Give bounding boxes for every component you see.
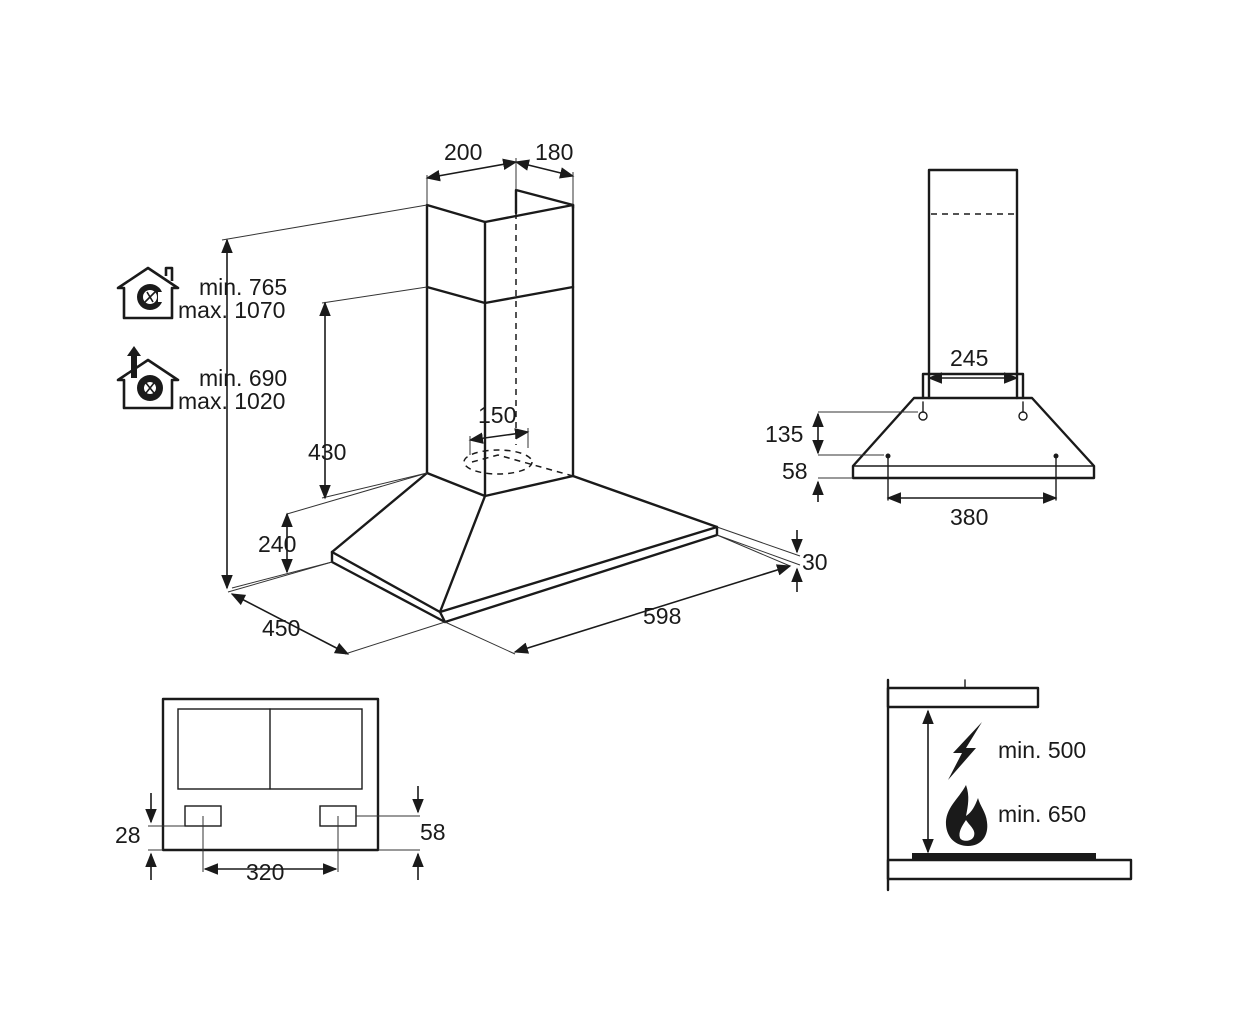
dim-150-ext (469, 428, 529, 455)
dim-30-ext (716, 526, 801, 566)
bottom-outline (161, 697, 380, 852)
bottom-view: 320 28 58 (115, 697, 446, 885)
height-specs: min. 765 max. 1070 min. 690 max. 1020 (116, 266, 287, 414)
lower-duct-ext-bottom (321, 472, 428, 499)
canopy-front-edge (438, 494, 487, 614)
dim-135-ext (818, 411, 918, 456)
height-ext-top (221, 204, 428, 241)
outlet-hidden-edge (471, 454, 574, 477)
electric-icon (948, 722, 982, 780)
recirculation-max-label: max. 1070 (178, 297, 285, 323)
right-screw-hole (1018, 411, 1028, 421)
canopy-height-label: 240 (258, 531, 296, 557)
canopy-ext-top (286, 472, 428, 515)
hob-surface (912, 853, 1096, 860)
dim-598-line (513, 564, 792, 654)
dim-450-line (230, 593, 350, 655)
hole-height-label: 135 (765, 421, 803, 447)
duct-depth-label: 180 (535, 139, 573, 165)
hood-depth-label: 450 (262, 615, 300, 641)
extraction-house-icon (116, 346, 180, 410)
duct-top-back (514, 188, 575, 215)
dim-200-line (425, 158, 518, 182)
electric-clearance-label: min. 500 (998, 737, 1086, 763)
light-center-leads (202, 816, 339, 872)
left-lower-hole (885, 453, 891, 459)
left-screw-hole (918, 411, 928, 421)
duct-width-label: 200 (444, 139, 482, 165)
duct-joint (425, 285, 575, 305)
hole-spacing-label: 380 (950, 504, 988, 530)
front-edge-label: 30 (802, 549, 828, 575)
screw-hole-leads (922, 401, 1024, 413)
dim-58b-ext (356, 815, 420, 851)
canopy-lip-corner (438, 610, 447, 624)
gas-clearance-label: min. 650 (998, 801, 1086, 827)
hob-profile (886, 858, 1133, 881)
extraction-min-label: min. 690 (199, 365, 287, 391)
clearance-view: min. 500 min. 650 (886, 678, 1133, 892)
dim-598-ext (444, 534, 791, 655)
dim-28-ext (148, 825, 185, 851)
right-lower-hole (1053, 453, 1059, 459)
recirculation-min-label: min. 765 (199, 274, 287, 300)
side-duct (927, 168, 1019, 400)
outlet-label: 150 (478, 402, 516, 428)
dim-450-ext (227, 561, 446, 655)
canopy-outline (330, 471, 719, 614)
gas-flame-icon (945, 785, 988, 846)
dim-180-line (514, 159, 575, 179)
bracket-width-label: 245 (950, 345, 988, 371)
main-hood-view: 200 180 150 430 240 450 598 30 (221, 139, 828, 655)
recirculation-house-icon (116, 266, 180, 320)
outlet-ellipse (463, 449, 533, 475)
hood-profile (886, 686, 1040, 709)
dim-top-ext (426, 158, 574, 205)
lower-duct-ext-top (321, 286, 428, 304)
lower-duct-label: 430 (308, 439, 346, 465)
hood-width-label: 598 (643, 603, 681, 629)
extraction-max-label: max. 1020 (178, 388, 285, 414)
light-spacing-label: 320 (246, 859, 284, 885)
right-offset-label: 58 (420, 819, 446, 845)
dim-150-line (468, 428, 530, 444)
side-view: 245 380 135 58 (765, 168, 1096, 530)
bottom-offset-label: 58 (782, 458, 808, 484)
duct-top (425, 203, 575, 224)
left-offset-label: 28 (115, 822, 141, 848)
